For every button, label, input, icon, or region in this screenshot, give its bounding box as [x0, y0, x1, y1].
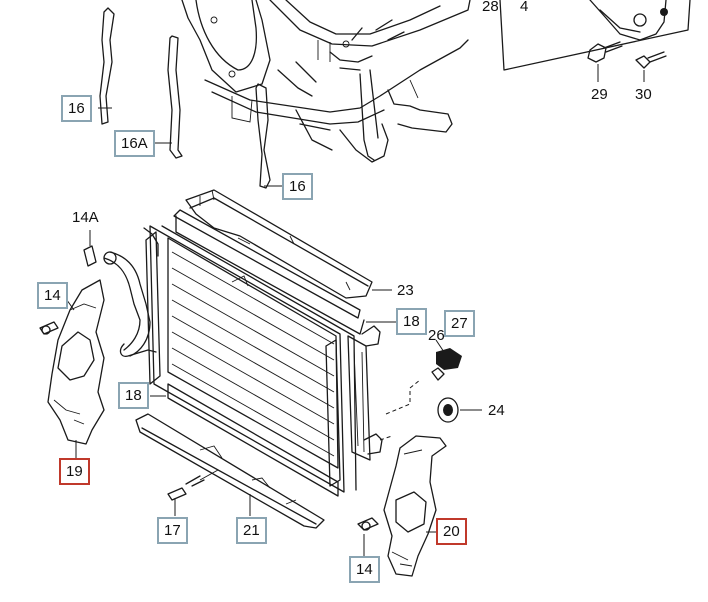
callout-14a: 14A: [72, 209, 99, 226]
callout-29: 29: [591, 86, 608, 103]
callout-24: 24: [488, 402, 505, 419]
callout-19: 19: [59, 458, 90, 485]
right-air-duct-drawing: [357, 435, 447, 577]
callout-28: 28: [482, 0, 499, 15]
condenser-fins: [171, 251, 335, 457]
callout-16a: 16A: [114, 130, 155, 157]
callout-27: 27: [444, 310, 475, 337]
callout-4: 4: [520, 0, 529, 15]
callout-16-top: 16: [61, 95, 92, 122]
lower-air-guide-drawing: [135, 413, 325, 529]
lock-carrier-drawing: [181, 0, 471, 163]
screws-drawing: [499, 0, 691, 82]
callout-30: 30: [635, 86, 652, 103]
callout-14-bottom: 14: [349, 556, 380, 583]
callout-14-left: 14: [37, 282, 68, 309]
left-air-duct-drawing: [39, 230, 105, 458]
callout-23: 23: [397, 282, 414, 299]
seal-strips-drawing: [98, 7, 282, 189]
callout-26: 26: [428, 327, 445, 344]
callout-21: 21: [236, 517, 267, 544]
callout-16-mid: 16: [282, 173, 313, 200]
callout-17: 17: [157, 517, 188, 544]
condenser-drawing: [103, 225, 482, 497]
callout-18-left: 18: [118, 382, 149, 409]
upper-air-guide-drawing: [173, 189, 392, 335]
callout-18-right: 18: [396, 308, 427, 335]
callout-20: 20: [436, 518, 467, 545]
